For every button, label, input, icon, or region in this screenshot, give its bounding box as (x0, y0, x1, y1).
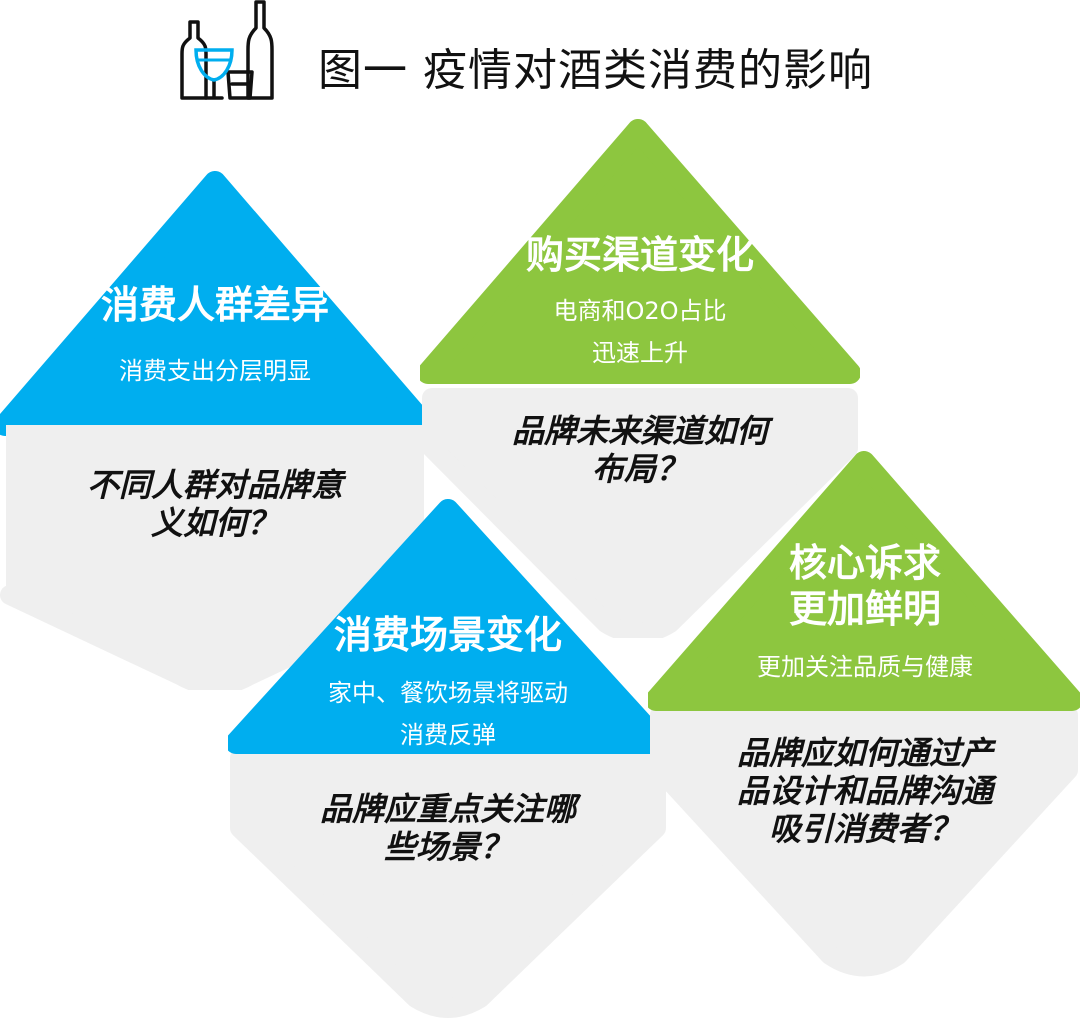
card-consumption-scenes-top (228, 499, 668, 754)
card-purchase-channels-subtitle-line-2: 迅速上升 (592, 339, 688, 367)
card-consumer-groups-shape (0, 171, 430, 690)
card-core-appeal-heading-line-2: 更加鲜明 (788, 587, 941, 631)
card-consumption-scenes-heading: 消费场景变化 (333, 613, 562, 657)
card-purchase-channels-shape (420, 119, 860, 638)
card-consumer-groups-bottom (0, 585, 430, 690)
card-core-appeal-top (648, 451, 1080, 711)
card-core-appeal-shape (648, 451, 1080, 977)
card-purchase-channels-question-line-2: 布局？ (591, 450, 688, 488)
card-purchase-channels-subtitle-line-1: 电商和O2O占比 (553, 297, 727, 325)
card-consumption-scenes-question-line-1: 品牌应重点关注哪 (319, 790, 576, 828)
card-core-appeal-subtitle: 更加关注品质与健康 (757, 653, 973, 681)
card-core-appeal-heading-line-1: 核心诉求 (788, 541, 941, 585)
card-consumption-scenes-shape (228, 499, 668, 1018)
card-purchase-channels-heading: 购买渠道变化 (525, 233, 754, 277)
card-purchase-channels-top (420, 119, 860, 384)
card-consumer-groups-heading: 消费人群差异 (100, 283, 329, 327)
card-consumer-groups-question-line-2: 义如何？ (150, 504, 279, 542)
card-consumption-scenes-subtitle-line-1: 家中、餐饮场景将驱动 (328, 679, 568, 707)
card-consumption-scenes-bottom (230, 748, 666, 1018)
card-purchase-channels-bottom (422, 388, 858, 638)
card-consumer-groups-question-line-1: 不同人群对品牌意 (86, 466, 343, 504)
card-consumption-scenes-subtitle-line-2: 消费反弹 (400, 721, 496, 749)
card-purchase-channels-question-line-1: 品牌未来渠道如何 (511, 412, 768, 450)
wine-bottles-glasses-icon (176, 0, 276, 108)
card-consumer-groups-subtitle: 消费支出分层明显 (119, 357, 311, 385)
card-core-appeal-question-line-2: 品设计和品牌沟通 (736, 772, 993, 810)
card-core-appeal-question-line-3: 吸引消费者？ (768, 810, 961, 848)
card-consumption-scenes-question-line-2: 些场景？ (383, 828, 512, 866)
page-title: 图一 疫情对酒类消费的影响 (318, 45, 873, 96)
card-core-appeal-bottom (650, 705, 1078, 977)
card-core-appeal-question-line-1: 品牌应如何通过产 (736, 734, 993, 772)
